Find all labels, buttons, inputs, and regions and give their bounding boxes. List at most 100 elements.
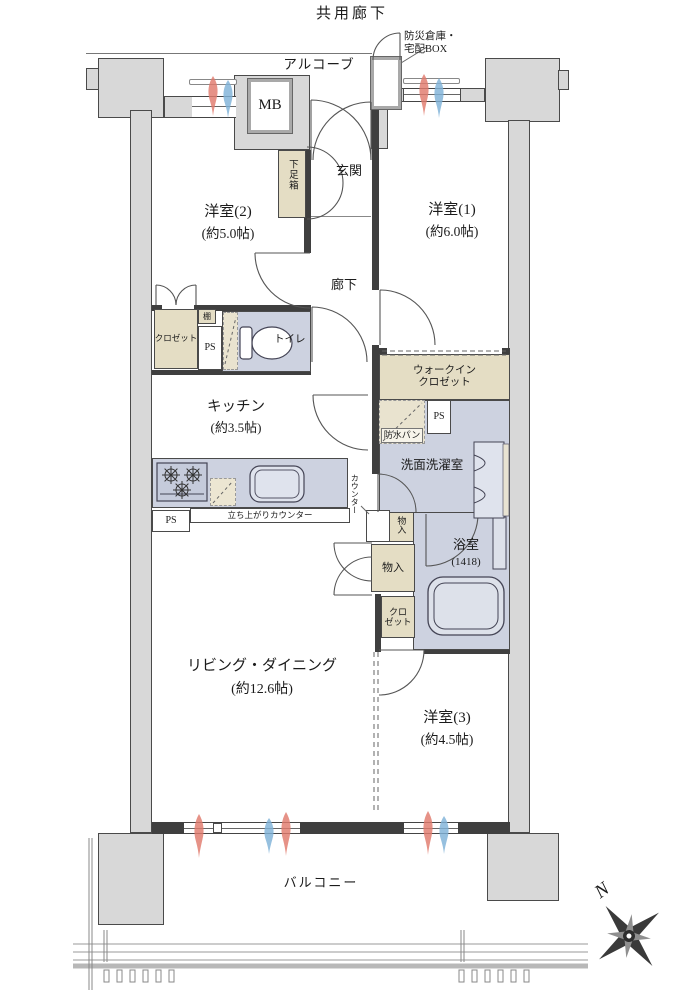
- column-bottom-left: [98, 833, 164, 925]
- waterproof-pan-labelbox: 防水パン: [381, 428, 423, 443]
- kitchen-counter: [152, 458, 348, 508]
- wic-label-line1: ウォークイン: [413, 364, 476, 376]
- wall-toilet-bottom: [152, 370, 311, 375]
- door-arc-room1: [379, 289, 436, 346]
- closet-small-label-line2: ゼット: [384, 617, 412, 627]
- toilet-label: トイレ: [274, 334, 306, 345]
- kitchen-open-space: [210, 478, 236, 506]
- disaster-storage-label-line1: 防災倉庫・: [404, 31, 457, 42]
- shoe-box-label: 下足箱: [286, 159, 297, 191]
- door-arc-genkan: [306, 146, 344, 220]
- shoe-box: 下足箱: [278, 150, 306, 218]
- pipe-space-2: PS: [427, 400, 451, 434]
- counter-niche: [366, 510, 390, 542]
- balcony-label: バルコニー: [283, 875, 359, 890]
- room2-name: 洋室(2): [204, 204, 252, 220]
- room1-top-window: [404, 88, 460, 102]
- wall-room1-top-right: [460, 88, 485, 102]
- railing-ticks: [103, 969, 530, 983]
- closet-small-label-line1: クロ: [388, 606, 407, 617]
- storage-large: 物入: [371, 544, 415, 592]
- airflow-warm-icon: [194, 814, 204, 858]
- window-latch: [213, 823, 222, 833]
- door-arc-hallway: [312, 394, 369, 451]
- disaster-storage-label-line2: 宅配BOX: [404, 44, 448, 55]
- column-top-right-tab: [558, 70, 569, 90]
- pipe-space-1: PS: [198, 326, 222, 370]
- room2-size: (約5.0帖): [201, 226, 255, 241]
- door-arc-entry-left: [310, 99, 372, 161]
- bathroom-name: 浴室: [452, 537, 480, 552]
- wall-room1-west-lower: [372, 345, 379, 474]
- wall-room2-bottom-e: [194, 305, 311, 311]
- living-name: リビング・ダイニング: [186, 658, 338, 674]
- wall-wic-top-stub-e: [502, 348, 510, 354]
- column-top-left: [98, 58, 164, 118]
- compass-icon: [599, 906, 659, 966]
- pipe-space-3-label: PS: [165, 515, 177, 527]
- wall-room1-west-upper: [372, 88, 379, 290]
- door-arc-entry-right: [312, 101, 372, 161]
- column-top-right: [485, 58, 560, 122]
- wic-label-line2: クロゼット: [418, 377, 471, 388]
- wall-south-2: [300, 822, 404, 834]
- bathroom-size: (1418): [451, 556, 481, 568]
- closet-room2: クロゼット: [154, 309, 198, 369]
- column-top-left-tab: [86, 68, 99, 90]
- closet-small: クロ ゼット: [381, 596, 415, 638]
- pipe-space-1-label: PS: [204, 342, 216, 354]
- wall-room3-top: [424, 648, 510, 654]
- living-size: (約12.6帖): [231, 682, 293, 697]
- wall-left: [130, 110, 152, 833]
- washroom-label: 洗面洗濯室: [400, 458, 464, 472]
- entrance-label: 玄関: [335, 163, 363, 178]
- door-arc-disaster-box: [372, 32, 401, 61]
- room1-window-sash: [403, 78, 460, 84]
- room2-top-window: [192, 96, 236, 118]
- closet-room2-label: クロゼット: [154, 333, 198, 344]
- room1-size: (約6.0帖): [425, 224, 479, 239]
- door-arc-toilet: [311, 306, 368, 363]
- pipe-space-3: PS: [152, 510, 190, 532]
- wall-south-3: [458, 822, 510, 834]
- door-arc-room3: [378, 649, 425, 696]
- entrance-step-line: [311, 216, 371, 217]
- corridor-boundary-line: [86, 53, 372, 54]
- room2-window-sash: [189, 79, 237, 85]
- room3-size: (約4.5帖): [420, 732, 474, 747]
- pipe-space-2-label: PS: [433, 411, 445, 423]
- room1-name: 洋室(1): [428, 202, 476, 218]
- airflow-warm-icon: [281, 812, 291, 856]
- ld-room3-partition: [373, 652, 379, 812]
- wall-right: [508, 120, 530, 833]
- door-arc-closet-left: [155, 284, 177, 306]
- hallway-label: 廊下: [330, 277, 358, 292]
- meter-box-label: MB: [258, 97, 282, 114]
- kitchen-name: キッチン: [207, 399, 265, 415]
- bathroom: [413, 512, 510, 650]
- alcove-label: アルコーブ: [283, 57, 355, 72]
- walk-in-closet: ウォークイン クロゼット: [379, 354, 510, 400]
- disaster-storage-box: [370, 56, 402, 110]
- wall-south-1: [152, 822, 184, 834]
- toilet-counter: [223, 312, 238, 370]
- wall-room2-bottom-w: [152, 305, 162, 311]
- kitchen-size: (約3.5帖): [210, 420, 262, 435]
- door-arc-living-top: [333, 542, 373, 582]
- wall-room2-top: [164, 96, 194, 118]
- column-bottom-right: [487, 833, 559, 901]
- storage-small-label: 物入: [396, 516, 407, 534]
- door-arc-room2: [254, 252, 311, 309]
- door-arc-closet-right: [175, 284, 197, 306]
- common-corridor-label: 共用廊下: [315, 6, 389, 22]
- door-arc-living-bottom: [333, 556, 373, 596]
- raised-counter-label: 立ち上がりカウンター: [227, 509, 313, 520]
- storage-large-label: 物入: [382, 561, 404, 574]
- compass-north-label: N: [590, 878, 614, 903]
- counter-label: カウンター: [350, 474, 360, 514]
- room3-name: 洋室(3): [423, 710, 471, 726]
- wall-ld-closet: [375, 594, 381, 652]
- shelf-label: 棚: [203, 311, 211, 321]
- meter-box: MB: [247, 78, 293, 134]
